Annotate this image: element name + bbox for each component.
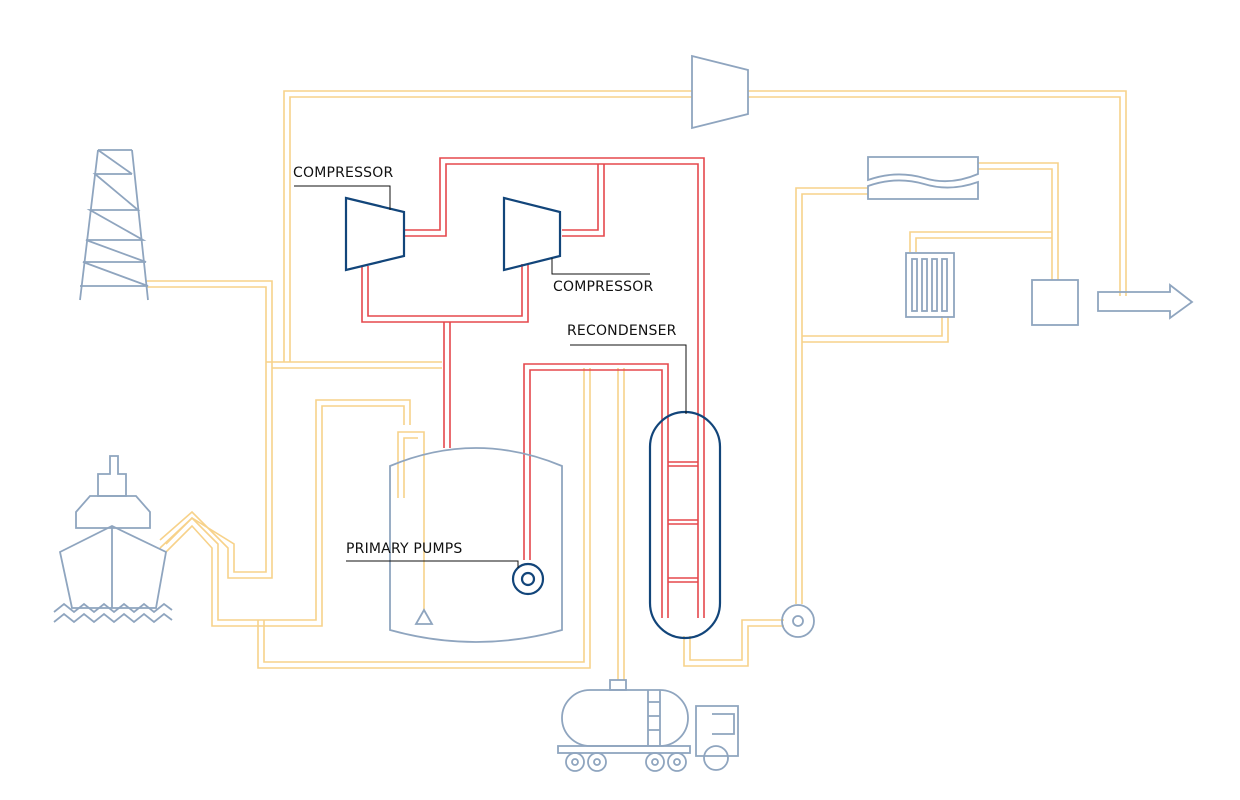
label-leader-lines xyxy=(294,185,687,568)
gas-pipe-heater-return-inner xyxy=(802,316,949,343)
compressor-left-icon xyxy=(344,196,406,272)
gas-pipe-recondenser-out-inner xyxy=(689,619,784,661)
lng-tanker-truck-icon xyxy=(557,679,739,772)
compressor-right-label: COMPRESSOR xyxy=(553,279,654,295)
lng-carrier-ship-icon xyxy=(53,455,173,624)
primary-pump-icon xyxy=(511,562,545,596)
gas-pipe-bottom-loop xyxy=(257,368,591,669)
boil-off-pipe-compressor-return-inner xyxy=(367,264,523,317)
compressor-right-icon xyxy=(502,196,562,272)
expander-turbine-icon xyxy=(691,54,749,130)
boil-off-pipe-mid xyxy=(562,164,599,231)
gas-pipe-bottom-loop-inner xyxy=(263,368,585,663)
gas-export-arrow-icon xyxy=(1097,283,1194,320)
gas-pipe-vaporizer xyxy=(978,162,1059,280)
gas-pipe-vaporizer-inner xyxy=(978,168,1053,280)
gas-pipe-heater-return xyxy=(802,316,943,337)
vaporizer-icon xyxy=(867,156,979,200)
primary-pumps-label: PRIMARY PUMPS xyxy=(346,541,463,557)
gas-pipe-derrick-inner xyxy=(146,286,267,573)
gas-pipe-sendout-inner xyxy=(801,193,868,604)
send-out-pump-icon xyxy=(781,604,815,638)
gas-pipe-top-left-inner xyxy=(289,96,692,362)
boil-off-pipe-top xyxy=(404,157,705,618)
gas-pipe-top-right-inner xyxy=(748,96,1121,296)
boil-off-pipe-top-inner xyxy=(404,163,699,618)
lng-pipe-pump-to-recondenser xyxy=(523,363,669,618)
leader-recondenser xyxy=(570,344,687,414)
gas-pipe-recondenser-out xyxy=(683,625,784,667)
boil-off-pipe-to-tank xyxy=(443,322,451,448)
gas-pipe-tank-vent xyxy=(397,431,425,610)
gas-pipe-tank-vent-inner xyxy=(403,437,418,498)
leader-compressor-right xyxy=(551,258,650,275)
lng-pipe-pump-to-recondenser-inner xyxy=(529,369,663,618)
lng-storage-tank-icon xyxy=(389,447,563,643)
leader-primary-pumps xyxy=(346,560,519,568)
gas-pipe-top-right xyxy=(748,90,1127,296)
recondenser-vessel-icon xyxy=(648,410,722,640)
boil-off-pipe-network xyxy=(361,157,705,618)
boil-off-pipe-compressor-return xyxy=(361,264,529,323)
gas-pipe-heater xyxy=(909,231,1052,252)
recondenser-label: RECONDENSER xyxy=(567,323,677,339)
gas-pipe-network xyxy=(146,90,1127,680)
drilling-derrick-icon xyxy=(79,149,149,301)
boil-off-pipe-mid-inner xyxy=(562,164,605,237)
leader-compressor-left xyxy=(294,185,391,210)
gas-pipe-derrick xyxy=(146,280,273,579)
gas-pipe-top-left xyxy=(283,90,692,362)
gas-pipe-sendout xyxy=(795,187,868,604)
gas-pipe-heater-inner xyxy=(915,237,1052,252)
heater-icon xyxy=(905,252,955,318)
gas-pipe-ship-inner xyxy=(165,405,405,627)
gas-pipe-ship xyxy=(159,399,411,621)
metering-station-icon xyxy=(1031,279,1079,326)
compressor-left-label: COMPRESSOR xyxy=(293,165,394,181)
